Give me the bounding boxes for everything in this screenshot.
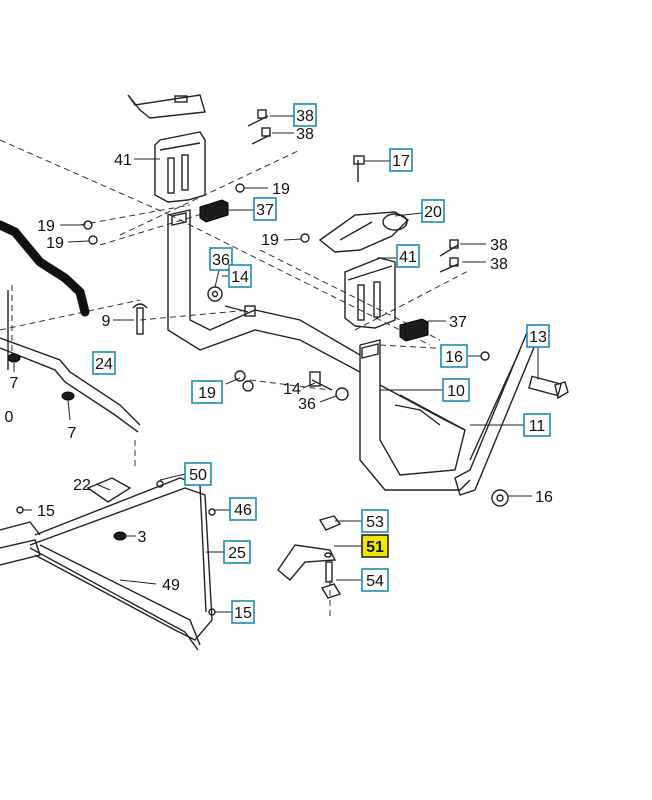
svg-text:16: 16 [445,349,463,366]
svg-text:7: 7 [68,425,77,442]
svg-text:51: 51 [366,539,384,556]
callout-37-top: 37 [253,197,277,221]
callout-9: 9 [102,313,111,330]
screw-13 [528,375,569,400]
black-cable [0,220,90,317]
svg-text:19: 19 [198,385,216,402]
svg-text:20: 20 [424,204,442,221]
bracket-41-right [344,257,396,329]
hardware [83,109,490,401]
callout-16-lower: 16 [535,489,553,506]
svg-text:25: 25 [228,545,246,562]
svg-text:37: 37 [256,202,274,219]
callout-41-left: 41 [114,152,132,169]
svg-text:15: 15 [234,605,252,622]
callout-11: 11 [523,413,551,437]
svg-text:19: 19 [261,232,279,249]
svg-text:46: 46 [234,502,252,519]
callout-19-lower: 19 [191,380,223,404]
callout-24: 24 [92,351,116,375]
callout-38-right-2: 38 [490,256,508,273]
callout-3: 3 [138,529,147,546]
svg-text:14: 14 [283,381,301,398]
svg-text:19: 19 [272,181,290,198]
callout-38-top: 38 [293,103,317,127]
svg-text:38: 38 [490,256,508,273]
callout-36-lower: 36 [298,396,316,413]
callout-38-right-1: 38 [490,237,508,254]
callout-22: 22 [73,477,91,494]
callout-19-left-2: 19 [46,235,64,252]
svg-text:22: 22 [73,477,91,494]
callout-36-upper: 36 [209,247,233,271]
svg-text:38: 38 [490,237,508,254]
svg-text:19: 19 [37,218,55,235]
lower-frame [0,477,216,651]
svg-text:36: 36 [212,252,230,269]
callout-0: 0 [5,409,14,426]
svg-text:38: 38 [296,108,314,125]
callout-19-left-1: 19 [37,218,55,235]
leader-lines [13,115,539,613]
svg-text:37: 37 [449,314,467,331]
callout-37-right: 37 [449,314,467,331]
callout-50: 50 [184,462,212,486]
callout-51: 51 [361,534,389,558]
callout-10: 10 [442,378,470,402]
nut-7-center [61,391,75,401]
handle-frame-10 [167,209,471,491]
svg-text:24: 24 [95,356,113,373]
svg-text:14: 14 [231,269,249,286]
svg-text:38: 38 [296,126,314,143]
callout-17: 17 [389,148,413,172]
callout-49: 49 [162,577,180,594]
bracket-41-left [154,131,206,203]
svg-text:13: 13 [529,329,547,346]
callout-53: 53 [361,509,389,533]
callout-41-right: 41 [396,244,420,268]
svg-text:11: 11 [529,418,546,435]
bracket-20 [318,211,410,253]
callout-25: 25 [223,540,251,564]
nut-16 [491,489,509,507]
callout-20: 20 [421,199,445,223]
svg-text:0: 0 [5,409,14,426]
callout-38-second: 38 [296,126,314,143]
svg-text:17: 17 [392,153,410,170]
callout-7-left: 7 [10,375,19,392]
svg-text:50: 50 [189,467,207,484]
nut-7-left [7,353,21,363]
rubber-block-37 [199,199,229,223]
callout-14-upper: 14 [228,264,252,288]
svg-text:49: 49 [162,577,180,594]
crossbar-24 [0,290,141,433]
svg-text:16: 16 [535,489,553,506]
callout-13: 13 [526,324,550,348]
svg-text:41: 41 [114,152,132,169]
svg-text:9: 9 [102,313,111,330]
svg-text:53: 53 [366,514,384,531]
callout-7-center: 7 [68,425,77,442]
callout-54: 54 [361,568,389,592]
callout-19-top: 19 [272,181,290,198]
svg-text:41: 41 [399,249,417,266]
callout-15-lower: 15 [231,600,255,624]
bolt-9 [132,303,148,335]
rubber-block-37-lower [399,318,429,342]
svg-text:54: 54 [366,573,384,590]
callout-46: 46 [229,497,257,521]
svg-text:36: 36 [298,396,316,413]
svg-text:15: 15 [37,503,55,520]
svg-text:10: 10 [447,383,465,400]
svg-text:19: 19 [46,235,64,252]
callout-16-right: 16 [440,344,468,368]
bracket-51-assembly [277,515,342,599]
callout-19-mid: 19 [261,232,279,249]
seat-bracket [127,94,206,119]
callout-14-lower: 14 [283,381,301,398]
svg-text:3: 3 [138,529,147,546]
callout-15-left: 15 [37,503,55,520]
svg-text:7: 7 [10,375,19,392]
